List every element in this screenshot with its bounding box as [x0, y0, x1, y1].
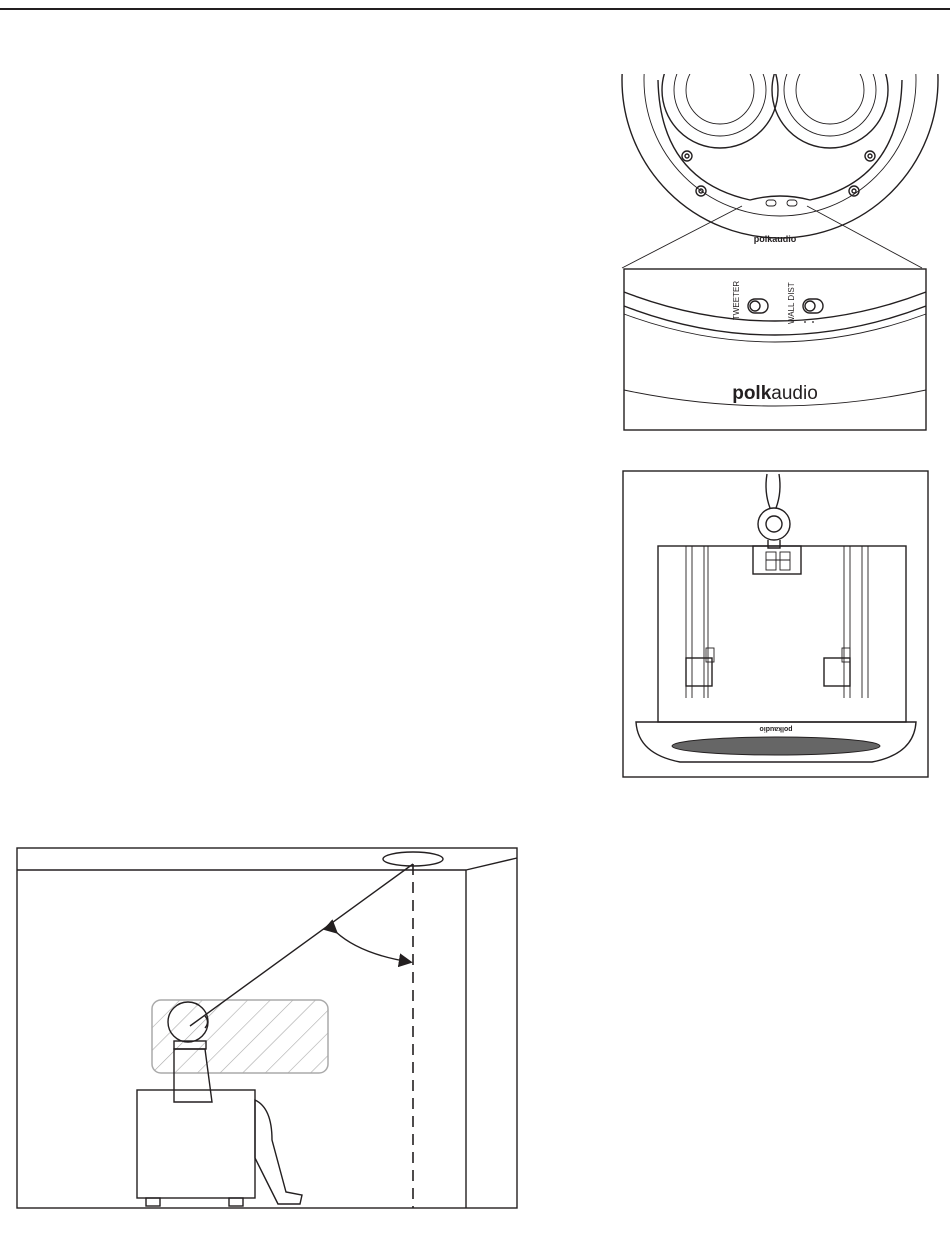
speaker-side-figure: polkaudio: [622, 470, 929, 779]
tweeter-label: TWEETER: [732, 281, 741, 320]
wall-dist-switch: [803, 299, 823, 313]
zoom-panel: TWEETER WALL DIST polkaudio: [624, 269, 926, 430]
grille-mesh: [672, 737, 880, 755]
svg-text:polkaudio: polkaudio: [759, 725, 792, 732]
wall-dist-label: WALL DIST: [787, 282, 796, 324]
speaker-can: [658, 546, 906, 722]
angle-arrow: [336, 932, 410, 962]
armchair: [137, 1090, 255, 1198]
speaker-switches-figure: polkaudio TWEETER WALL DIST polkaudio: [600, 60, 950, 435]
header-rule: [0, 8, 950, 10]
listening-zone: [152, 1000, 328, 1073]
hanging-ring: [758, 508, 790, 540]
brand-logo-small: polkaudio: [754, 234, 797, 244]
listening-angle-figure: [0, 840, 530, 1220]
mini-walldist-switch: [787, 200, 797, 206]
ceiling-speaker: [383, 852, 443, 866]
mini-tweeter-switch: [766, 200, 776, 206]
tweeter-switch: [748, 299, 768, 313]
brand-logo: polkaudio: [732, 383, 818, 404]
speaker-grille-top: [622, 60, 938, 238]
